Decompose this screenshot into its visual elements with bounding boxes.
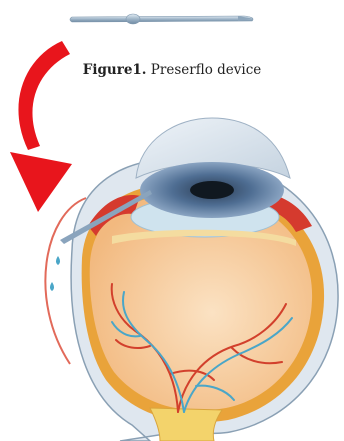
preserflo-device-icon <box>70 14 253 24</box>
figure-label: Figure1. <box>83 62 147 78</box>
figure-caption-text: Preserflo device <box>151 62 261 78</box>
eye-cross-section-icon <box>45 118 338 441</box>
figure-caption: Figure1. Preserflo device <box>0 62 344 78</box>
